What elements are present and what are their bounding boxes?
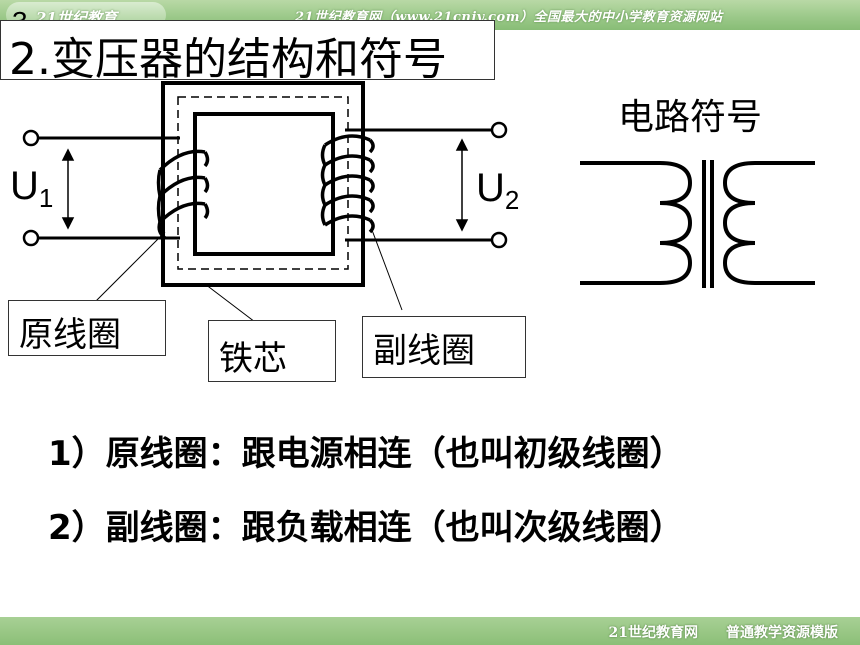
iron-core-outer: [161, 81, 365, 287]
primary-terminal-top: [22, 129, 40, 147]
title-box: 2.变压器的结构和符号: [0, 20, 495, 85]
u2-label: U2: [476, 166, 519, 216]
primary-coil: [156, 149, 210, 240]
iron-core-text: 铁芯: [219, 339, 287, 379]
primary-coil-text: 原线圈: [19, 315, 121, 355]
u2-sub: 2: [504, 185, 520, 215]
transformer-symbol: [580, 160, 815, 288]
leader-core: [204, 283, 256, 323]
slide-title: 2.变压器的结构和符号: [9, 34, 447, 85]
u1-sub: 1: [38, 183, 54, 213]
secondary-coil-text: 副线圈: [373, 331, 475, 371]
footer-text: 21世纪教育网 普通教学资源模版: [608, 625, 838, 641]
symbol-title: 电路符号: [618, 97, 763, 138]
u1-label: U1: [10, 164, 53, 214]
secondary-terminal-top: [490, 121, 508, 139]
leader-secondary: [371, 229, 403, 311]
u2-main: U: [476, 166, 505, 210]
secondary-terminal-bottom: [490, 231, 508, 249]
bottom-bar: 21世纪教育网 普通教学资源模版: [0, 617, 860, 645]
secondary-coil: [320, 134, 375, 234]
u2-arrow: [455, 138, 469, 232]
iron-core-inner: [193, 112, 335, 256]
u1-main: U: [10, 164, 39, 208]
leader-primary: [94, 231, 166, 303]
description-line-2: 2）副线圈：跟负载相连（也叫次级线圈）: [48, 508, 684, 548]
u1-arrow: [61, 148, 75, 230]
secondary-coil-label: 副线圈: [362, 316, 526, 378]
description-line-1: 1）原线圈：跟电源相连（也叫初级线圈）: [48, 434, 684, 474]
primary-terminal-bottom: [22, 229, 40, 247]
iron-core-label: 铁芯: [208, 320, 336, 382]
primary-coil-label: 原线圈: [8, 300, 166, 356]
